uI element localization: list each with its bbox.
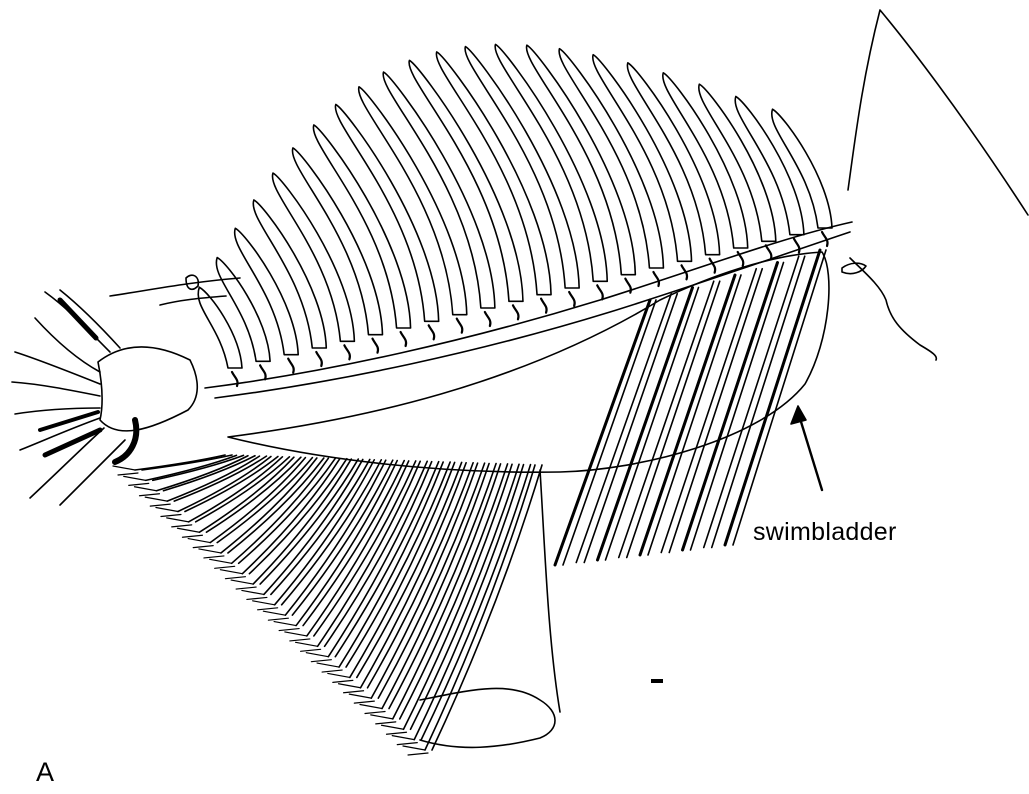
anal-ray-edge — [411, 464, 520, 729]
bone-fragment — [842, 263, 866, 273]
anal-ray-tip — [231, 580, 256, 589]
swimbladder-arrow — [791, 406, 822, 490]
pterygiophore-joint — [710, 259, 716, 273]
anal-ray-tip — [328, 673, 353, 682]
pterygiophore-joint — [429, 325, 435, 339]
pterygiophore — [335, 105, 438, 322]
vertebral-column — [205, 222, 852, 398]
pterygiophore — [627, 63, 719, 255]
rib — [576, 294, 671, 563]
pterygiophore-joint — [288, 359, 294, 373]
anal-ray-tip — [339, 684, 364, 693]
pterygiophore-joint — [344, 345, 350, 359]
swimbladder-label: swimbladder — [753, 518, 897, 546]
pterygiophore — [198, 287, 242, 368]
anal-ray-edge — [378, 463, 484, 698]
anal-ray-tip — [124, 476, 149, 485]
anal-ray-tip — [253, 601, 278, 610]
pterygiophore-joint — [541, 299, 547, 313]
pterygiophore-joint — [316, 352, 322, 366]
anal-ray-edge — [389, 464, 496, 709]
pterygiophore-joint — [569, 292, 575, 306]
anal-ray-tip — [349, 694, 374, 703]
anal-ray — [135, 455, 225, 470]
anal-ray-tip — [306, 653, 331, 662]
pterygiophore — [359, 87, 467, 315]
pterygiophore-joint — [457, 319, 463, 333]
pterygiophore-joint — [766, 245, 772, 259]
pterygiophore — [253, 200, 326, 348]
pterygiophore — [216, 258, 270, 362]
pterygiophore-joint — [822, 232, 828, 246]
anal-ray-tip — [167, 518, 192, 527]
anal-ray — [242, 459, 339, 574]
panel-label: A — [36, 757, 54, 787]
scale-mark — [651, 679, 663, 683]
anal-ray-tip — [285, 632, 310, 641]
anal-ray-tip — [188, 539, 213, 548]
anal-ray-tip — [263, 611, 288, 620]
pterygiophore — [772, 109, 832, 228]
anal-ray-tip — [360, 705, 385, 714]
anal-ray — [253, 459, 351, 584]
anal-ray-tip — [382, 725, 407, 734]
anal-ray-tip — [317, 663, 342, 672]
anal-ray-tip — [145, 497, 170, 506]
anal-ray-tip — [134, 487, 159, 496]
anal-ray-tip — [274, 622, 299, 631]
pterygiophore-joint — [513, 305, 519, 319]
anal-ray-tip — [403, 746, 428, 755]
rib — [555, 300, 650, 565]
pterygiophore-joint — [653, 272, 659, 286]
anal-ray-tip — [113, 466, 138, 475]
anal-ray-tip — [242, 590, 267, 599]
anal-ray-tip — [210, 559, 235, 568]
caudal-dorsal-spines — [110, 275, 240, 305]
fish-skeleton-drawing — [12, 10, 1028, 755]
pterygiophore-joint — [372, 339, 378, 353]
anal-ray-tip — [371, 715, 396, 724]
anal-ray-tip — [392, 736, 417, 745]
pterygiophore-joint — [260, 365, 266, 379]
pterygiophore-joint — [485, 312, 491, 326]
anal-fin-edge — [540, 470, 560, 712]
pterygiophore — [272, 173, 354, 341]
anal-ray-tip — [199, 549, 224, 558]
pterygiophore — [735, 96, 804, 234]
anal-ray-tip — [296, 642, 321, 651]
head-cut-outline — [848, 10, 1028, 360]
dorsal-pterygiophores — [198, 44, 832, 386]
pterygiophore-joint — [597, 285, 603, 299]
pterygiophore-joint — [401, 332, 407, 346]
anal-fin-rays — [113, 455, 542, 755]
anal-ray-tip — [156, 507, 181, 516]
anal-ray-tip — [177, 528, 202, 537]
caudal-fin — [12, 290, 197, 505]
anal-ray — [221, 458, 317, 553]
anal-ray-tip — [220, 570, 245, 579]
